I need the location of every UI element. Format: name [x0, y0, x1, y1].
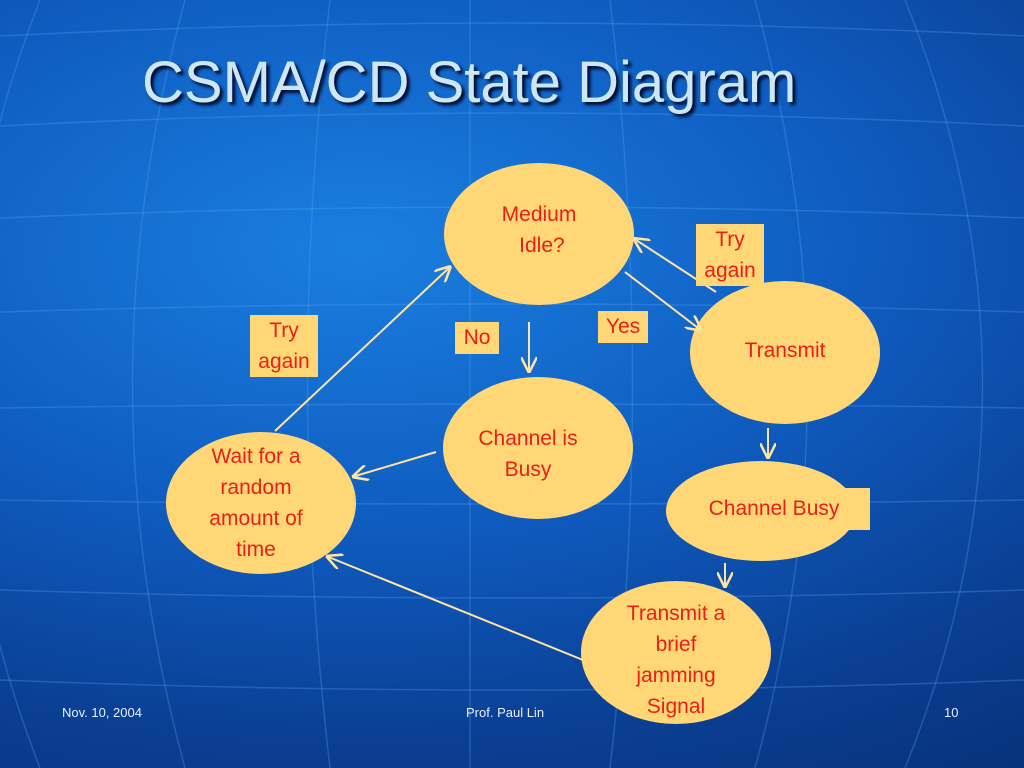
node-medium-idle: [444, 163, 634, 305]
footer-author: Prof. Paul Lin: [466, 705, 545, 720]
page-title: CSMA/CD State Diagram: [142, 50, 797, 115]
edge-jam-to-wait: [326, 556, 584, 661]
node-transmit: [690, 281, 880, 424]
node-label-channel-busy: Channel Busy: [678, 488, 870, 530]
node-label-transmit: Transmit: [744, 339, 826, 362]
node-label-jam-signal: Transmit a brief jamming Signal: [626, 602, 726, 718]
edge-label-try-again-right: Try again: [696, 224, 764, 286]
edge-label-no: No: [455, 322, 499, 354]
node-wait-random: [166, 432, 356, 574]
edge-channel-busy-to-wait: [352, 451, 437, 477]
footer-date: Nov. 10, 2004: [62, 705, 142, 720]
edge-label-try-again-left: Try again: [250, 315, 318, 377]
edge-wait-to-idle: [274, 266, 451, 432]
node-jam-signal: [581, 581, 771, 724]
node-label-channel-is-busy: Channel is Busy: [478, 427, 578, 481]
node-label-medium-idle: Medium Idle?: [501, 203, 577, 257]
edge-idle-to-transmit: [624, 271, 702, 331]
node-channel-is-busy: [443, 377, 633, 519]
slide-number: 10: [944, 705, 959, 720]
edge-label-yes: Yes: [598, 311, 648, 343]
node-label-wait-random: Wait for a random amount of time: [209, 445, 303, 561]
